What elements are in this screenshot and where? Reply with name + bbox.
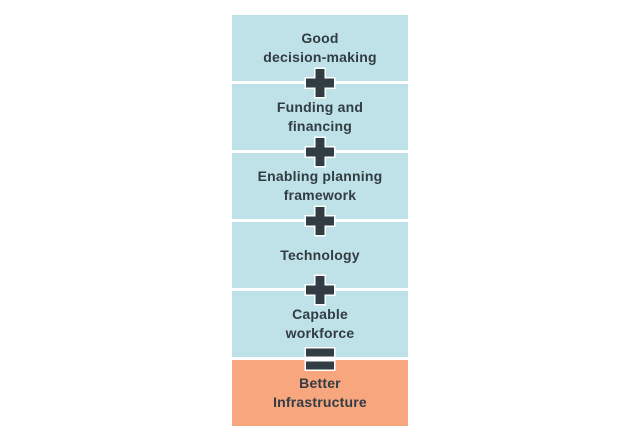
plus-icon: [302, 203, 338, 239]
stage-label-line: Funding and: [276, 99, 364, 115]
stage-label-line: workforce: [285, 325, 355, 341]
plus-icon: [302, 65, 338, 101]
plus-icon: [302, 272, 338, 308]
equals-icon: [302, 345, 338, 373]
stage-label-line: Infrastructure: [273, 394, 367, 410]
stage-box-funding-and-financing: Funding and financing: [232, 84, 408, 150]
stage-label-line: Better: [299, 375, 341, 391]
stage-label-line: decision-making: [263, 49, 377, 65]
stage-label-line: framework: [283, 187, 357, 203]
plus-icon: [302, 134, 338, 170]
stage-label-line: Enabling planning: [257, 168, 383, 184]
stage-label-line: Capable: [292, 306, 348, 322]
stage-row-funding-and-financing: Funding and financing: [232, 84, 408, 167]
stage-box-enabling-planning-framework: Enabling planning framework: [232, 153, 408, 219]
stage-label-line: Technology: [280, 246, 360, 263]
stage-row-good-decision-making: Good decision-making: [232, 15, 408, 98]
stage-label-line: Good: [301, 30, 339, 46]
stage-label-line: financing: [287, 118, 353, 134]
stage-row-enabling-planning-framework: Enabling planning framework: [232, 153, 408, 236]
